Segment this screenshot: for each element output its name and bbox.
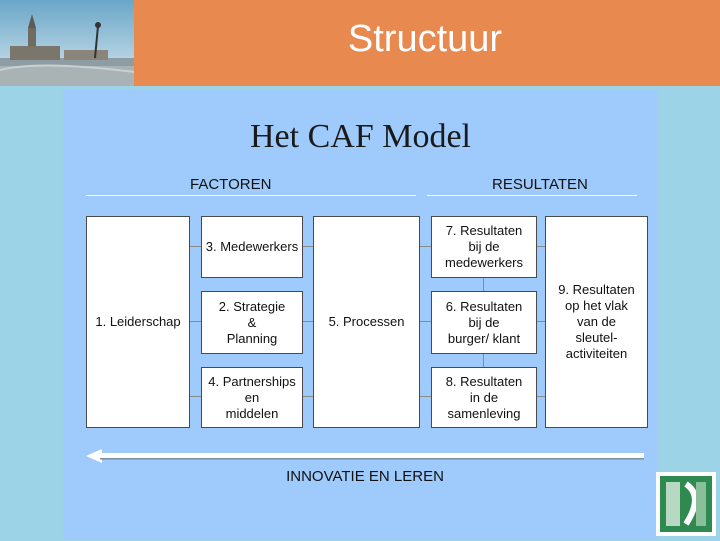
results-divider (427, 195, 637, 196)
connector-employees-processes (302, 246, 314, 247)
processes-label: 5. Processen (328, 314, 405, 329)
connector-processes-results-society (419, 396, 431, 397)
connector-processes-results-citizens (419, 321, 431, 322)
results-citizens-label: 6. Resultaten bij de burger/ klant (445, 298, 523, 346)
employees-label: 3. Medewerkers (205, 239, 299, 254)
header-bar: Structuur (0, 0, 720, 86)
results-society-label: 8. Resultaten in de samenleving (445, 373, 523, 421)
key-results-label: 9. Resultaten op het vlak van de sleutel… (558, 282, 635, 361)
connector-leadership-partnerships (189, 396, 201, 397)
connector-results-vertical-bottom (483, 354, 484, 368)
arrow-left-icon (86, 449, 646, 463)
results-society-box: 8. Resultaten in de samenleving (431, 367, 537, 428)
logo-icon (656, 472, 716, 536)
partnerships-label: 4. Partnerships en middelen (208, 373, 296, 421)
connector-leadership-strategy (189, 321, 201, 322)
results-label: RESULTATEN (492, 176, 588, 193)
results-employees-label: 7. Resultaten bij de medewerkers (444, 223, 524, 270)
factors-divider (86, 195, 416, 196)
connector-partnerships-processes (302, 396, 314, 397)
strategy-box: 2. Strategie & Planning (201, 291, 303, 354)
connector-results-citizens-key (536, 321, 546, 322)
connector-results-employees-key (536, 246, 546, 247)
employees-box: 3. Medewerkers (201, 216, 303, 278)
connector-results-society-key (536, 396, 546, 397)
factors-label: FACTOREN (190, 176, 272, 193)
connector-strategy-processes (302, 321, 314, 322)
panel-title: Het CAF Model (250, 118, 471, 155)
leadership-box: 1. Leiderschap (86, 216, 190, 428)
processes-box: 5. Processen (313, 216, 420, 428)
connector-leadership-employees (189, 246, 201, 247)
partnerships-box: 4. Partnerships en middelen (201, 367, 303, 428)
key-results-box: 9. Resultaten op het vlak van de sleutel… (545, 216, 648, 428)
results-employees-box: 7. Resultaten bij de medewerkers (431, 216, 537, 278)
city-photo-icon (0, 0, 134, 86)
connector-processes-results-employees (419, 246, 431, 247)
leadership-label: 1. Leiderschap (95, 314, 181, 329)
connector-results-vertical-top (483, 278, 484, 292)
strategy-label: 2. Strategie & Planning (218, 298, 286, 346)
results-citizens-box: 6. Resultaten bij de burger/ klant (431, 291, 537, 354)
innovation-label: INNOVATIE EN LEREN (286, 468, 444, 485)
header-title: Structuur (347, 18, 503, 60)
